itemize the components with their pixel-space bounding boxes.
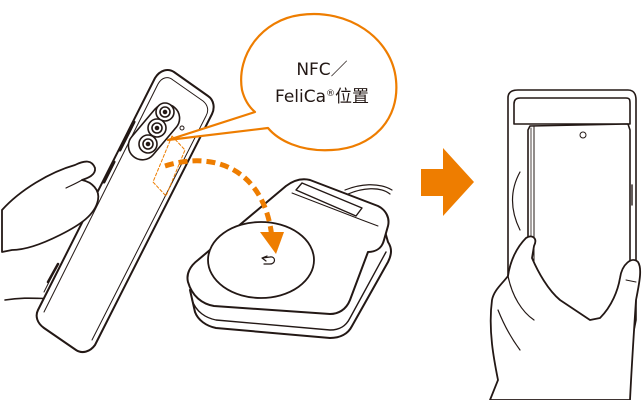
tap-arrowhead	[260, 232, 284, 254]
callout-bubble	[166, 12, 398, 152]
callout-label: NFC／ FeliCa®位置	[262, 58, 382, 109]
callout-line-2: FeliCa®位置	[262, 82, 382, 109]
camera-module	[127, 102, 185, 161]
reader-target-circle	[207, 221, 315, 299]
nfc-reader-icon	[186, 178, 392, 339]
arrow-right-icon	[421, 148, 474, 216]
nfc-mark-icon	[261, 255, 276, 265]
hand-icon	[1, 160, 100, 253]
tap-path-arrow	[164, 158, 275, 239]
callout-felica: FeliCa	[274, 87, 327, 107]
nfc-area-marker	[152, 135, 186, 197]
hand-right-icon	[489, 235, 642, 400]
registered-mark: ®	[326, 89, 336, 99]
front-camera	[579, 131, 587, 139]
callout-line-1: NFC／	[296, 60, 348, 80]
reader-cable	[344, 184, 393, 191]
callout-position: 位置	[335, 87, 370, 107]
